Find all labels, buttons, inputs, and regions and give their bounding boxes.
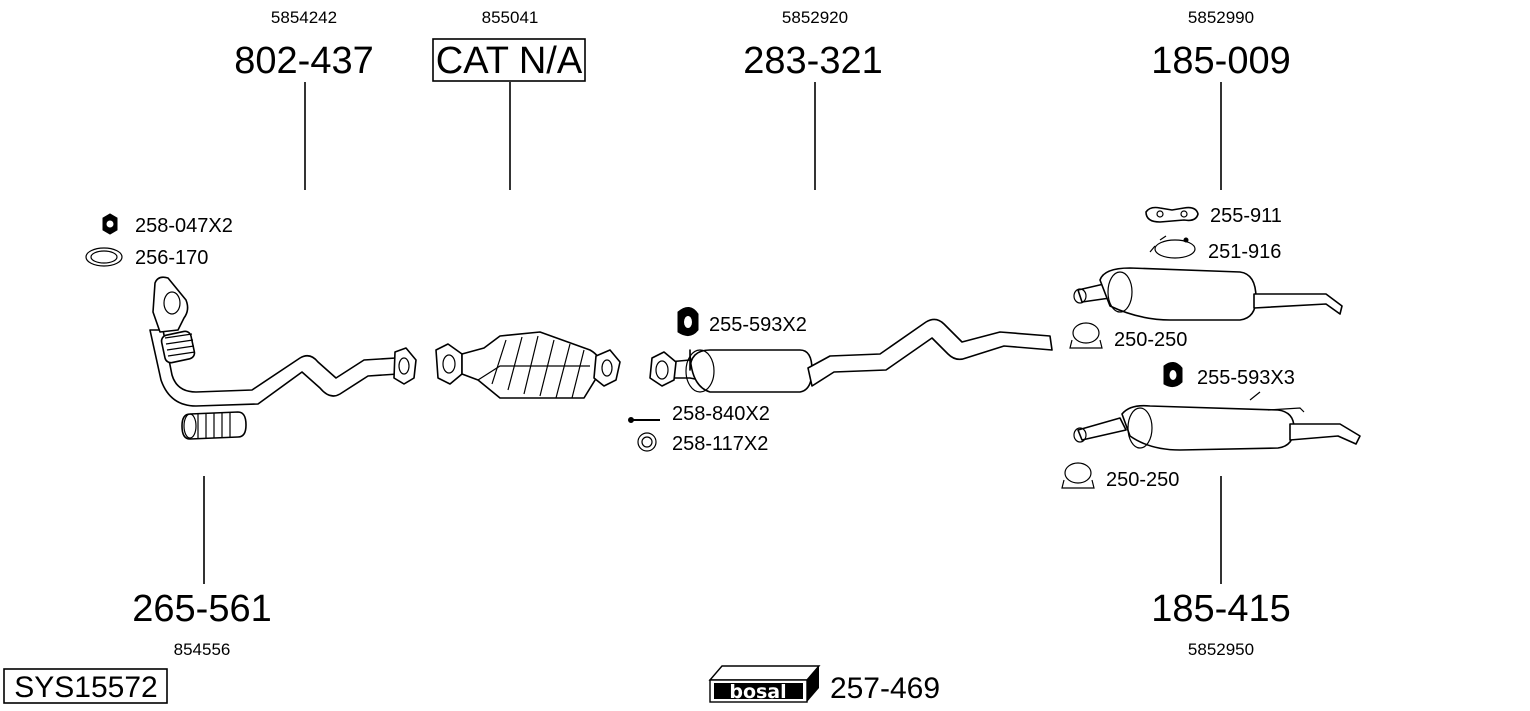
rubber-hanger-icon <box>677 307 699 336</box>
catalyst-label-box <box>432 38 586 82</box>
clamp-band-icon <box>1149 235 1196 259</box>
clamp-icon-a <box>1069 322 1103 349</box>
oem-number-centre-silencer: 5852920 <box>782 8 848 27</box>
accessory-label-clamp-b: 250-250 <box>1106 469 1179 491</box>
accessory-label-ring: 258-117X2 <box>672 433 768 455</box>
oem-number-rear-silencer-b: 5852950 <box>1188 640 1254 659</box>
rear-silencer-a-drawing <box>1073 267 1343 321</box>
rear-silencer-b-drawing <box>1073 391 1361 451</box>
accessory-label-clamp-a: 250-250 <box>1114 329 1187 351</box>
bolt-icon <box>628 417 660 423</box>
part-number-front-pipe: 802-437 <box>234 40 373 82</box>
accessory-label-hanger-bracket: 255-911 <box>1210 205 1282 227</box>
centre-silencer-drawing <box>649 318 1053 393</box>
rubber-hanger-icon-b <box>1163 362 1183 388</box>
accessory-label-bolt: 258-840X2 <box>672 403 770 425</box>
part-number-rear-silencer-a: 185-009 <box>1151 40 1290 82</box>
hanger-bracket-icon <box>1145 206 1199 223</box>
accessory-label-clamp-band: 251-916 <box>1208 241 1281 263</box>
accessory-label-gasket: 256-170 <box>135 247 208 269</box>
part-number-centre-silencer: 283-321 <box>743 40 882 82</box>
oem-number-flex-pipe: 854556 <box>174 640 231 659</box>
accessory-label-nut: 258-047X2 <box>135 215 233 237</box>
system-code-box <box>3 668 168 704</box>
oem-number-rear-silencer-a: 5852990 <box>1188 8 1254 27</box>
accessory-label-rubber-hanger: 255-593X2 <box>709 314 807 336</box>
oem-number-front-pipe: 5854242 <box>271 8 337 27</box>
flex-pipe-drawing <box>181 411 247 440</box>
catalyst-drawing <box>435 331 621 399</box>
kit-number: 257-469 <box>830 672 940 705</box>
system-code: SYS15572 <box>14 671 157 704</box>
ring-icon <box>637 432 657 452</box>
part-number-flex-pipe: 265-561 <box>132 588 271 630</box>
bosal-logo-text: bosal <box>729 681 786 703</box>
part-number-catalyst: CAT N/A <box>436 40 583 82</box>
oem-number-catalyst: 855041 <box>482 8 539 27</box>
part-number-rear-silencer-b: 185-415 <box>1151 588 1290 630</box>
accessory-label-rubber-hanger-b: 255-593X3 <box>1197 367 1295 389</box>
gasket-icon <box>85 247 123 267</box>
nut-icon <box>102 213 118 235</box>
bosal-logo: bosal <box>708 665 821 703</box>
clamp-icon-b <box>1061 462 1095 489</box>
front-pipe-drawing <box>149 276 417 407</box>
